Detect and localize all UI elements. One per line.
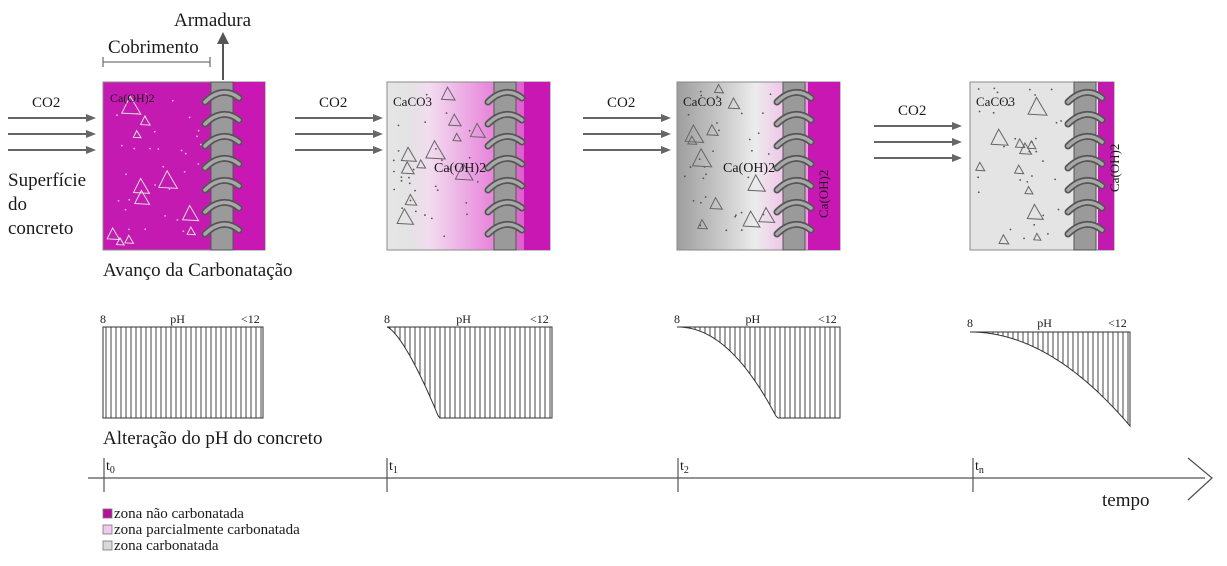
avanco-label: Avanço da Carbonatação bbox=[103, 260, 293, 281]
armadura-label: Armadura bbox=[174, 10, 252, 31]
legend-label: zona carbonatada bbox=[114, 538, 219, 554]
aggregates bbox=[106, 93, 202, 246]
legend-item-1: zona parcialmente carbonatada bbox=[102, 522, 300, 538]
legend-item-0: zona não carbonatada bbox=[102, 506, 244, 522]
concrete-panel-0: CO2 Ca(OH)2 bbox=[8, 81, 266, 251]
aggregates bbox=[392, 86, 487, 238]
co2-arrows-3 bbox=[874, 122, 962, 162]
cobrimento-bracket bbox=[102, 57, 211, 67]
ph-label: pH bbox=[745, 312, 760, 326]
ph-charts: 8 pH <12 8 pH <12 8 pH <12 8 pH <12 bbox=[100, 312, 1131, 428]
co2-arrows-0 bbox=[8, 114, 96, 154]
superficie-label-3: concreto bbox=[8, 218, 73, 239]
rebar bbox=[773, 81, 815, 251]
side-compound-label: Ca(OH)2 bbox=[816, 170, 831, 218]
superficie-label-2: do bbox=[8, 194, 27, 215]
time-tick-label: t0 bbox=[106, 459, 115, 476]
co2-arrows-1 bbox=[295, 114, 383, 154]
ph-chart-3: 8 pH <12 bbox=[967, 316, 1131, 428]
ph-max-label: <12 bbox=[818, 312, 837, 326]
ph-chart-0: 8 pH <12 bbox=[100, 312, 264, 419]
legend-swatch bbox=[102, 508, 113, 519]
rebar bbox=[201, 81, 243, 251]
ph-max-label: <12 bbox=[241, 312, 260, 326]
mid-compound-label: Ca(OH)2 bbox=[434, 161, 486, 176]
ph-label: pH bbox=[170, 312, 185, 326]
legend-label: zona não carbonatada bbox=[114, 506, 244, 522]
co2-label: CO2 bbox=[898, 103, 926, 119]
mid-compound-label: Ca(OH)2 bbox=[723, 161, 775, 176]
ph-chart-2: 8 pH <12 bbox=[674, 312, 841, 419]
rebar bbox=[484, 81, 526, 251]
time-tick-2: t2 bbox=[677, 458, 689, 492]
time-axis bbox=[88, 457, 1213, 501]
time-tick-label: tn bbox=[975, 459, 984, 476]
armadura-arrow bbox=[217, 32, 229, 80]
time-ticks: t0 t1 t2 tn bbox=[103, 458, 984, 492]
alteracao-label: Alteração do pH do concreto bbox=[103, 428, 322, 449]
co2-label: CO2 bbox=[607, 95, 635, 111]
ph-min-label: 8 bbox=[674, 312, 680, 326]
ph-max-label: <12 bbox=[530, 312, 549, 326]
legend-item-2: zona carbonatada bbox=[102, 538, 219, 554]
ph-min-label: 8 bbox=[384, 312, 390, 326]
ph-min-label: 8 bbox=[100, 312, 106, 326]
side-compound-label: Ca(OH)2 bbox=[1107, 144, 1122, 192]
time-tick-3: tn bbox=[972, 458, 984, 492]
ph-chart-1: 8 pH <12 bbox=[384, 312, 553, 419]
top-compound-label: CaCO3 bbox=[393, 94, 432, 109]
top-compound-label: Ca(OH)2 bbox=[110, 91, 155, 105]
ph-max-label: <12 bbox=[1108, 316, 1127, 330]
time-tick-label: t2 bbox=[680, 459, 689, 476]
time-tick-1: t1 bbox=[386, 458, 398, 492]
ph-label: pH bbox=[456, 312, 471, 326]
legend-swatch bbox=[102, 540, 113, 551]
tempo-label: tempo bbox=[1102, 490, 1150, 511]
time-tick-label: t1 bbox=[389, 459, 398, 476]
top-compound-label: CaCO3 bbox=[976, 94, 1015, 109]
uncarbonated-zone bbox=[524, 82, 550, 250]
co2-label: CO2 bbox=[319, 95, 347, 111]
aggregates bbox=[683, 83, 776, 232]
time-tick-0: t0 bbox=[103, 458, 115, 492]
ph-min-label: 8 bbox=[967, 316, 973, 330]
legend-swatch bbox=[102, 524, 113, 535]
superficie-label-1: Superfície bbox=[8, 170, 86, 191]
legend-label: zona parcialmente carbonatada bbox=[114, 522, 300, 538]
rebar bbox=[1064, 81, 1106, 251]
aggregates bbox=[975, 87, 1062, 245]
co2-arrows-2 bbox=[583, 114, 671, 154]
ph-label: pH bbox=[1037, 316, 1052, 330]
cobrimento-label: Cobrimento bbox=[108, 37, 199, 58]
top-compound-label: CaCO3 bbox=[683, 94, 722, 109]
co2-label: CO2 bbox=[32, 95, 60, 111]
